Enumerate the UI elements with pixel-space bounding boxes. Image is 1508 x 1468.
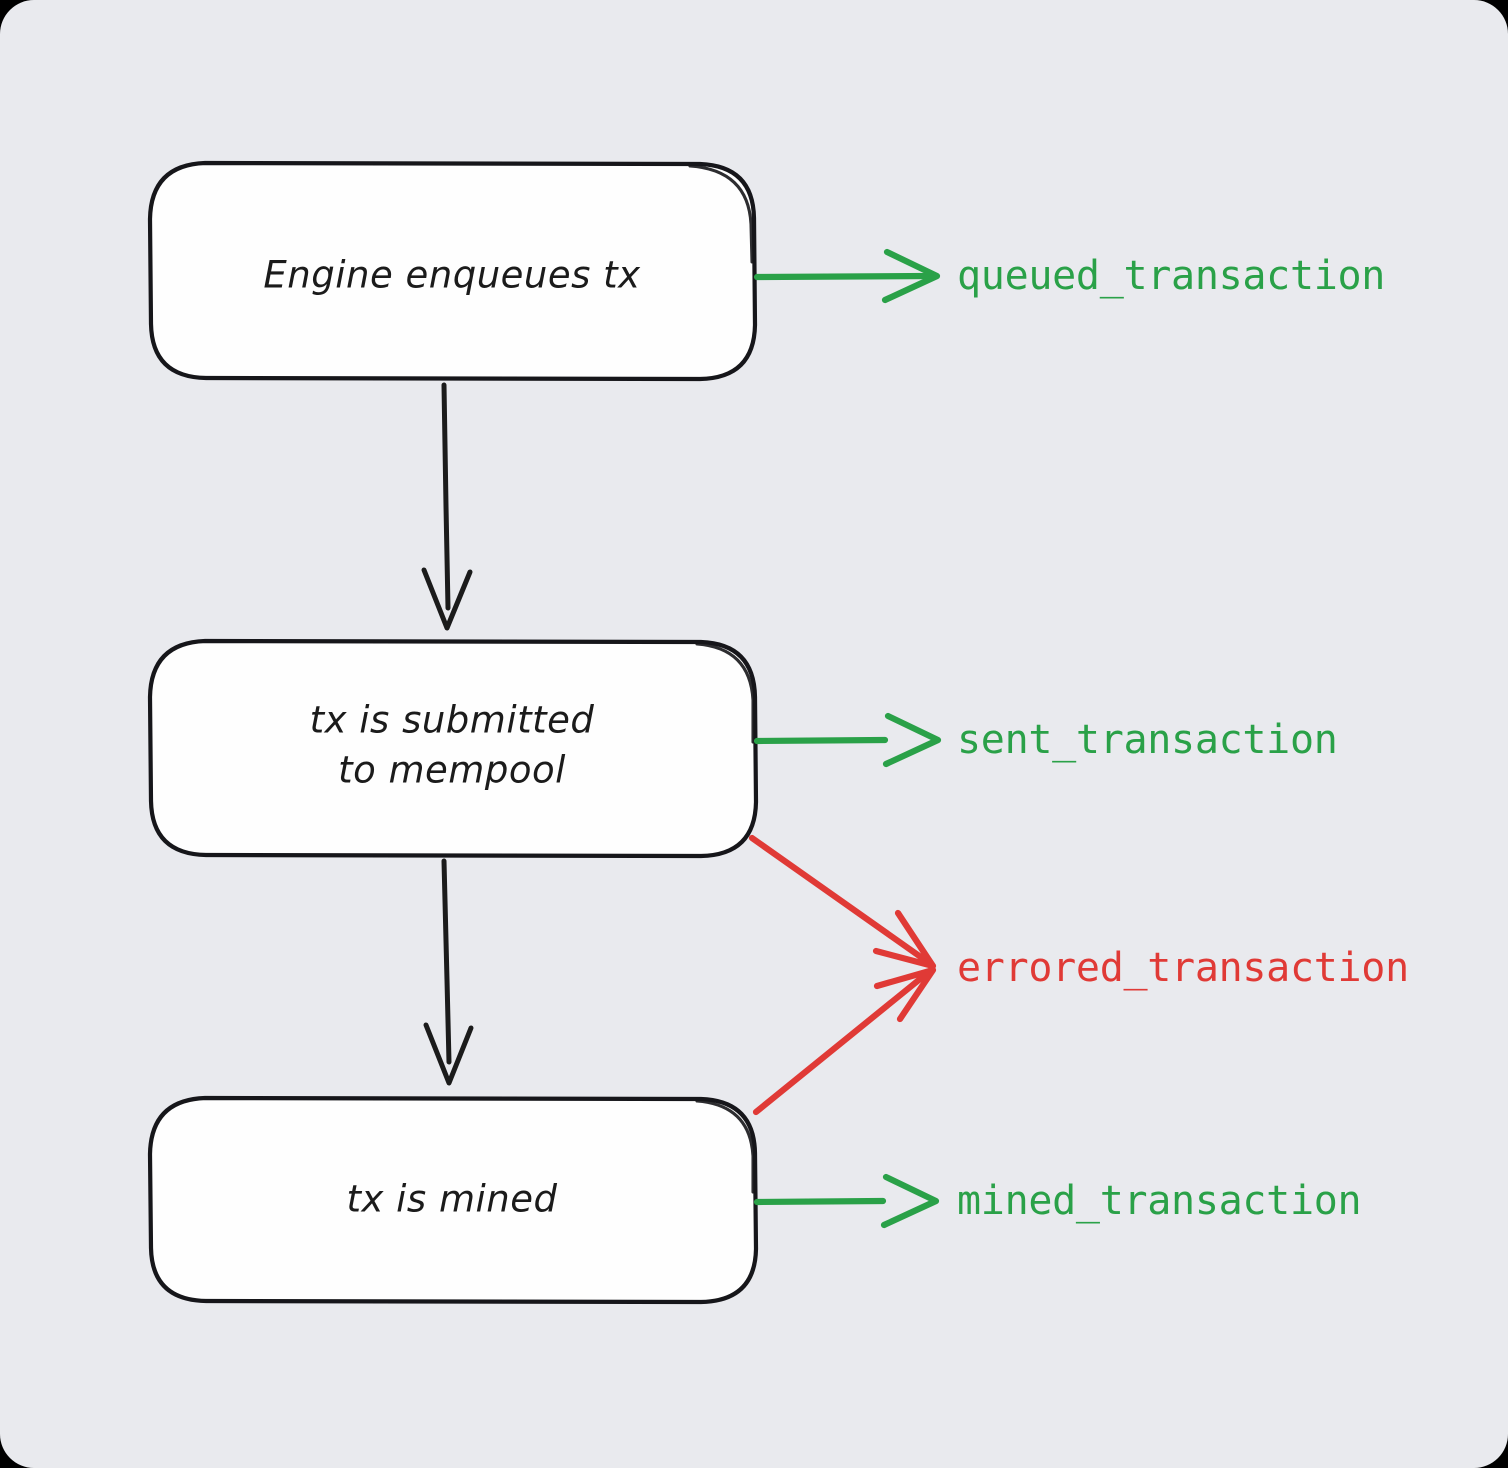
event-label-queued-transaction: queued_transaction [957, 253, 1385, 299]
node-mined-shape [147, 1095, 759, 1305]
node-enqueue[interactable]: Engine enqueues tx [147, 160, 758, 382]
event-edge-queued [753, 248, 941, 304]
node-enqueue-sketch [688, 164, 754, 264]
event-arrowhead-mined [880, 1173, 940, 1229]
event-label-errored-transaction: errored_transaction [957, 945, 1409, 991]
flow-edge-arrowhead-2 [423, 1022, 474, 1086]
event-edge-errored-from-submit [748, 834, 937, 970]
event-edge-sent [753, 712, 942, 768]
node-submit-label-line2: to mempool [338, 749, 566, 792]
node-submit[interactable]: tx is submitted to mempool [147, 638, 759, 859]
node-submit-shape [147, 638, 759, 859]
flow-edge-enqueue-to-submit [421, 382, 473, 631]
event-arrowhead-errored-upper [872, 909, 937, 970]
event-arrowhead-sent [882, 712, 942, 768]
flow-edge-arrowhead-1 [421, 567, 473, 631]
flow-edge-line-2 [441, 858, 452, 1065]
event-edge-mined [753, 1173, 940, 1229]
node-enqueue-shape [147, 160, 758, 382]
node-submit-sketch [695, 642, 755, 744]
event-line-errored-lower [752, 971, 929, 1116]
node-mined[interactable]: tx is mined [147, 1095, 759, 1305]
node-submit-label-line1: tx is submitted [310, 699, 595, 742]
flow-edge-line-1 [441, 382, 451, 611]
flow-edge-submit-to-mined [423, 858, 474, 1086]
event-line-queued [753, 272, 934, 281]
event-arrowhead-queued [881, 248, 941, 304]
event-label-mined-transaction: mined_transaction [957, 1178, 1361, 1224]
node-mined-label: tx is mined [346, 1178, 557, 1221]
event-arrowhead-errored-lower [873, 966, 937, 1023]
event-line-mined [753, 1197, 887, 1206]
node-mined-sketch [695, 1099, 755, 1194]
node-enqueue-label: Engine enqueues tx [263, 254, 641, 297]
event-line-sent [753, 736, 889, 745]
event-edge-errored-from-mined [752, 966, 937, 1116]
event-line-errored-upper [748, 834, 929, 964]
event-label-sent-transaction: sent_transaction [957, 717, 1338, 763]
